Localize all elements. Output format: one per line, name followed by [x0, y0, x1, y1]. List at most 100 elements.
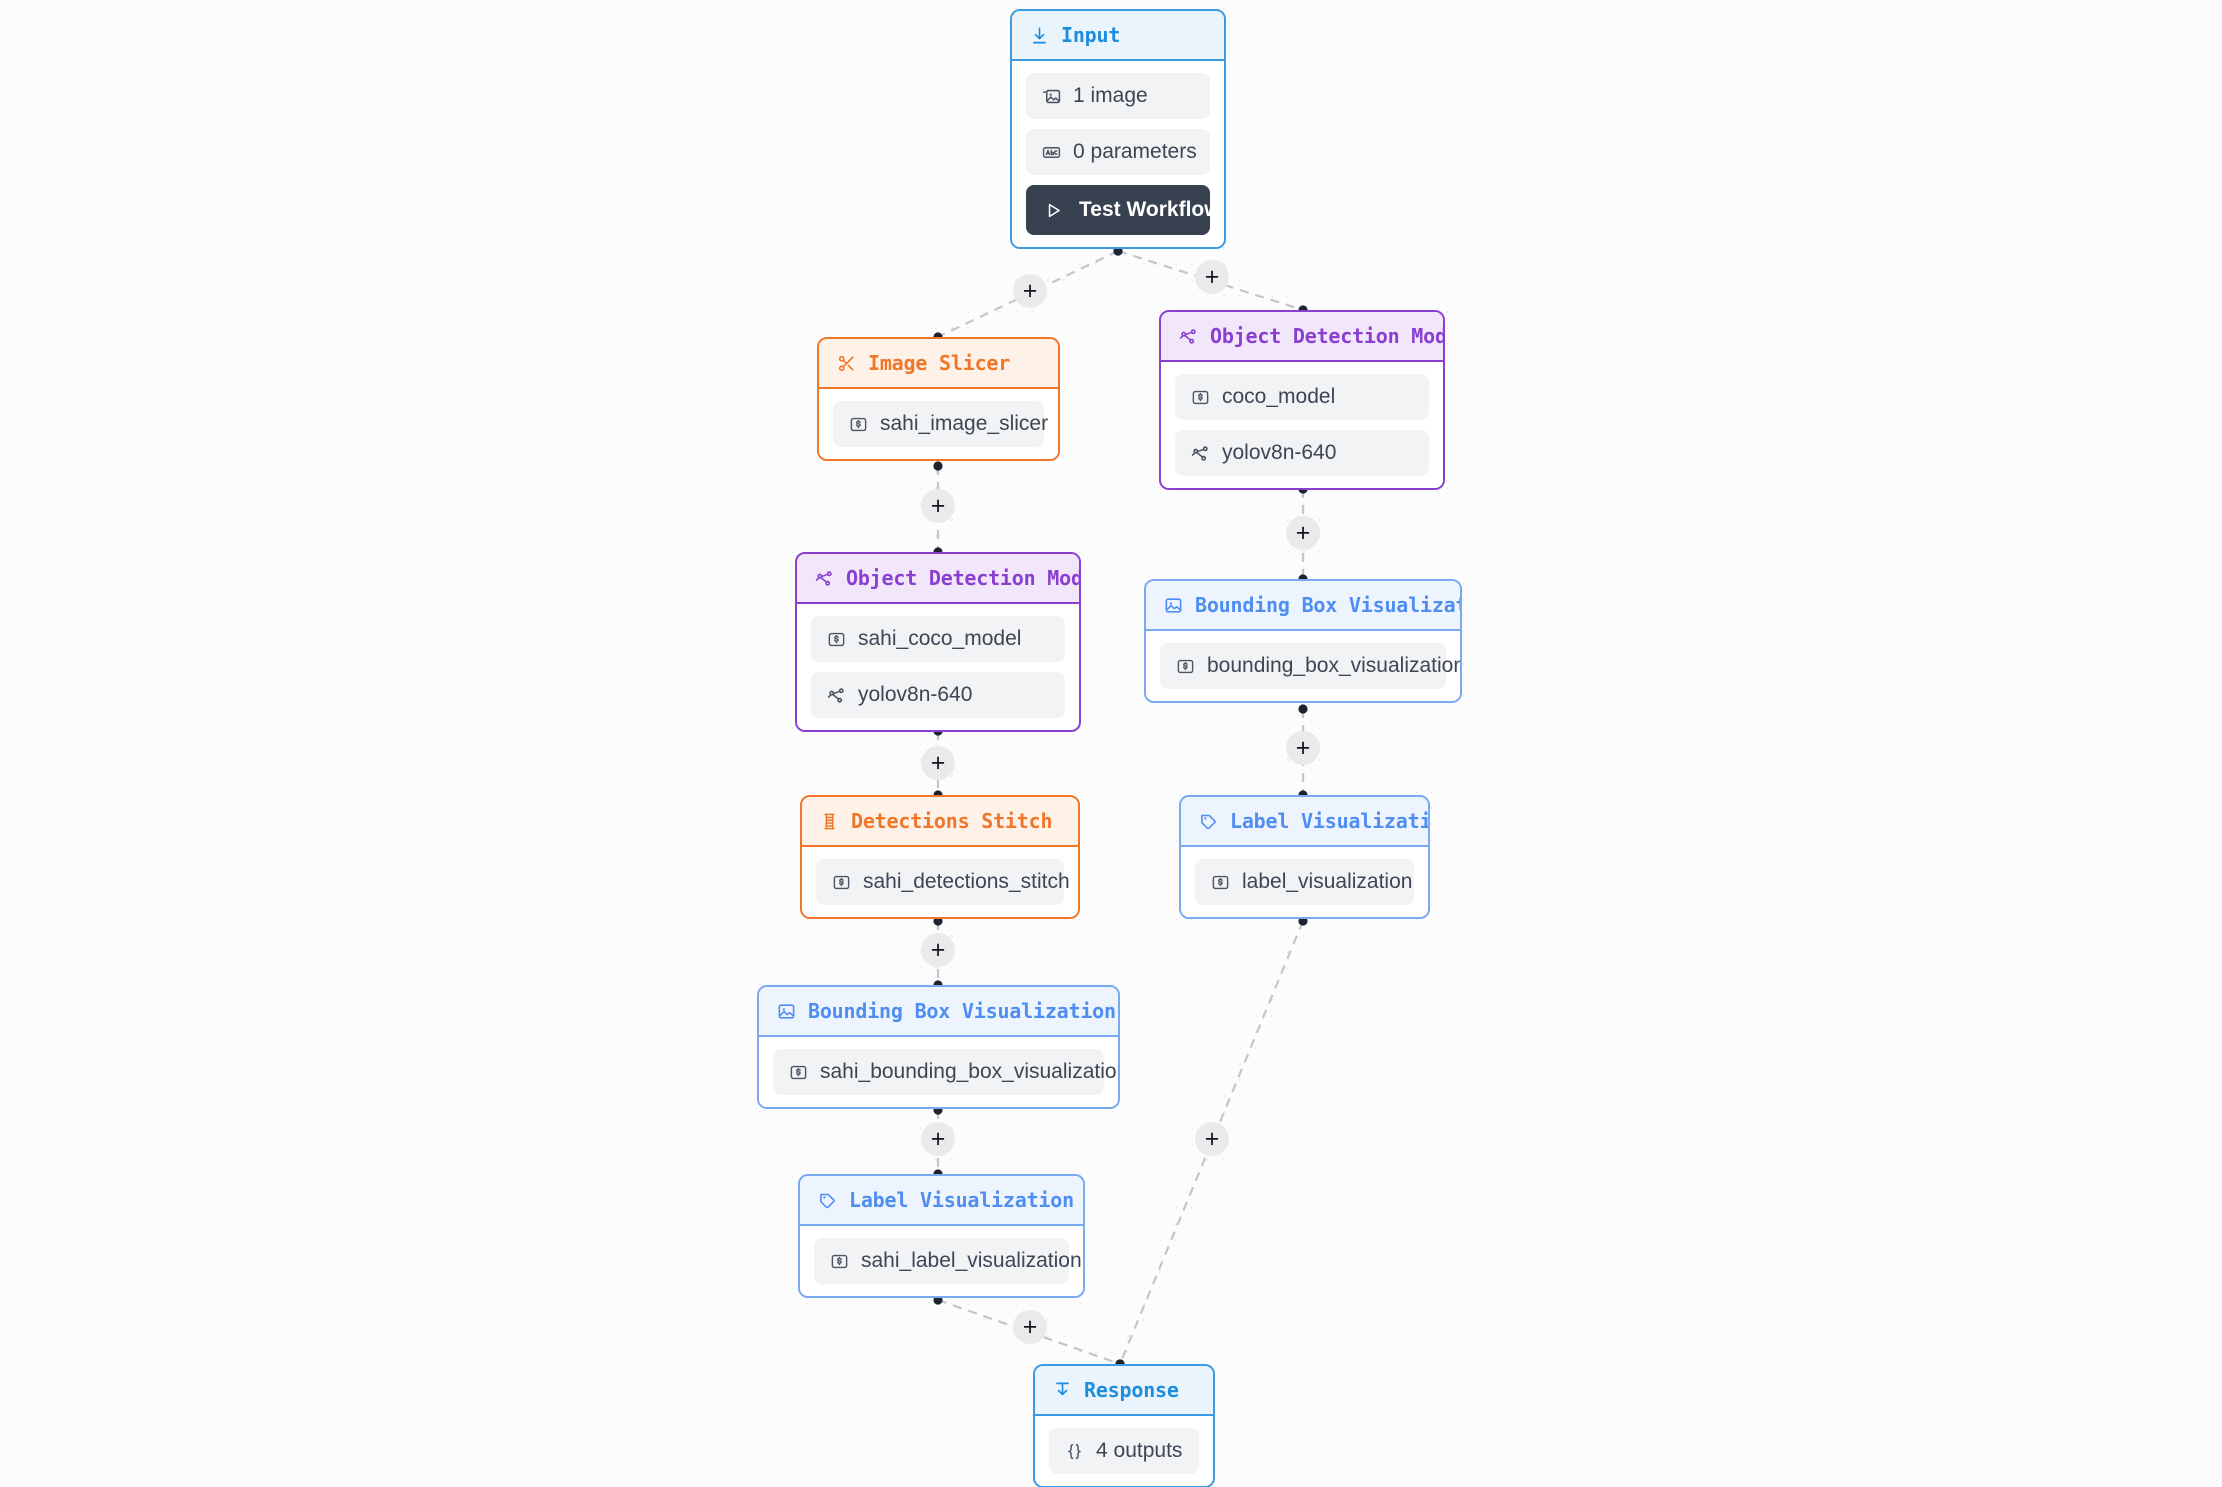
node-header-object_detection_model_left[interactable]: Object Detection Model — [797, 554, 1079, 604]
object-detection-icon — [1179, 327, 1198, 346]
node-header-label_visualization_right[interactable]: Label Visualization — [1181, 797, 1428, 847]
block-s-icon — [830, 1252, 849, 1271]
node-title: Bounding Box Visualization — [1195, 593, 1460, 617]
object-detection-icon — [815, 569, 834, 588]
test-workflow-label: Test Workflow — [1079, 198, 1221, 221]
scissors-icon — [837, 354, 856, 373]
tag-icon — [818, 1191, 837, 1210]
block-s-icon — [1211, 873, 1230, 892]
block-s-icon — [1176, 657, 1195, 676]
node-title: Input — [1061, 23, 1121, 47]
node-header-bounding_box_visualization_left[interactable]: Bounding Box Visualization — [759, 987, 1118, 1037]
chip-label: 0 parameters — [1073, 140, 1197, 163]
node-title: Object Detection Model — [1210, 324, 1445, 348]
spool-icon — [820, 812, 839, 831]
add-label-to-response-right[interactable]: + — [1195, 1122, 1229, 1156]
node-body-image_slicer: sahi_image_slicer — [819, 389, 1058, 459]
chip-label: sahi_image_slicer — [880, 412, 1049, 435]
node-bounding_box_visualization_right[interactable]: Bounding Box Visualization bounding_box_v… — [1144, 579, 1462, 703]
chip-sahi_label_visualization[interactable]: sahi_label_visualization — [814, 1238, 1082, 1284]
block-s-icon — [789, 1063, 808, 1082]
node-body-object_detection_model_right: coco_model yolov8n-640 — [1161, 362, 1443, 488]
node-label_visualization_right[interactable]: Label Visualization label_visualization — [1179, 795, 1430, 919]
node-body-detections_stitch: sahi_detections_stitch — [802, 847, 1078, 917]
add-detection-to-bbox[interactable]: + — [1286, 516, 1320, 550]
node-header-detections_stitch[interactable]: Detections Stitch — [802, 797, 1078, 847]
braces-icon — [1065, 1442, 1084, 1461]
add-stitch-to-bbox[interactable]: + — [921, 933, 955, 967]
add-detection-to-stitch[interactable]: + — [921, 746, 955, 780]
node-body-response: 4 outputs — [1035, 1416, 1213, 1486]
chip-1 image[interactable]: 1 image — [1026, 73, 1210, 119]
chip-0 parameters[interactable]: 0 parameters — [1026, 129, 1210, 175]
chip-label: sahi_label_visualization — [861, 1249, 1082, 1272]
object-detection-icon — [827, 686, 846, 705]
add-slicer-to-detection[interactable]: + — [921, 489, 955, 523]
node-header-bounding_box_visualization_right[interactable]: Bounding Box Visualization — [1146, 581, 1460, 631]
block-s-icon — [849, 415, 868, 434]
chip-yolov8n-640[interactable]: yolov8n-640 — [811, 672, 1065, 718]
chip-label: yolov8n-640 — [858, 683, 973, 706]
node-header-image_slicer[interactable]: Image Slicer — [819, 339, 1058, 389]
chip-label: 4 outputs — [1096, 1439, 1183, 1462]
abc-parameter-icon — [1042, 143, 1061, 162]
chip-label: 1 image — [1073, 84, 1148, 107]
node-bounding_box_visualization_left[interactable]: Bounding Box Visualization sahi_bounding_… — [757, 985, 1120, 1109]
node-body-object_detection_model_left: sahi_coco_model yolov8n-640 — [797, 604, 1079, 730]
test-workflow-button[interactable]: Test Workflow — [1026, 185, 1221, 235]
chip-label: label_visualization — [1242, 870, 1413, 893]
tag-icon — [1199, 812, 1218, 831]
node-title: Bounding Box Visualization — [808, 999, 1116, 1023]
node-title: Object Detection Model — [846, 566, 1081, 590]
edge-port-dot — [933, 461, 943, 471]
node-image_slicer[interactable]: Image Slicer sahi_image_slicer — [817, 337, 1060, 461]
chip-sahi_image_slicer[interactable]: sahi_image_slicer — [833, 401, 1048, 447]
add-bbox-to-label-left[interactable]: + — [921, 1122, 955, 1156]
image-frame-icon — [777, 1002, 796, 1021]
chip-sahi_detections_stitch[interactable]: sahi_detections_stitch — [816, 859, 1070, 905]
block-s-icon — [827, 630, 846, 649]
add-input-to-detection[interactable]: + — [1195, 260, 1229, 294]
node-header-object_detection_model_right[interactable]: Object Detection Model — [1161, 312, 1443, 362]
chip-label: sahi_detections_stitch — [863, 870, 1070, 893]
node-body-bounding_box_visualization_left: sahi_bounding_box_visualization — [759, 1037, 1118, 1107]
add-input-to-slicer[interactable]: + — [1013, 274, 1047, 308]
block-s-icon — [1191, 388, 1210, 407]
chip-label: sahi_coco_model — [858, 627, 1022, 650]
node-body-bounding_box_visualization_right: bounding_box_visualization — [1146, 631, 1460, 701]
node-body-label_visualization_right: label_visualization — [1181, 847, 1428, 917]
chip-yolov8n-640[interactable]: yolov8n-640 — [1175, 430, 1429, 476]
image-frame-icon — [1164, 596, 1183, 615]
edge-port-dot — [1298, 704, 1308, 714]
node-body-label_visualization_left: sahi_label_visualization — [800, 1226, 1083, 1296]
block-s-icon — [832, 873, 851, 892]
node-header-input[interactable]: Input — [1012, 11, 1224, 61]
chip-4 outputs[interactable]: 4 outputs — [1049, 1428, 1199, 1474]
image-icon — [1042, 87, 1061, 106]
node-detections_stitch[interactable]: Detections Stitch sahi_detections_stitch — [800, 795, 1080, 919]
chip-label: bounding_box_visualization — [1207, 654, 1462, 677]
node-label_visualization_left[interactable]: Label Visualization sahi_label_visualizat… — [798, 1174, 1085, 1298]
chip-label: coco_model — [1222, 385, 1336, 408]
add-bbox-to-label[interactable]: + — [1286, 731, 1320, 765]
chip-label_visualization[interactable]: label_visualization — [1195, 859, 1414, 905]
node-response[interactable]: Response 4 outputs — [1033, 1364, 1215, 1487]
chip-label: sahi_bounding_box_visualization — [820, 1060, 1120, 1083]
object-detection-icon — [1191, 444, 1210, 463]
add-label-to-response-left[interactable]: + — [1013, 1310, 1047, 1344]
node-header-label_visualization_left[interactable]: Label Visualization — [800, 1176, 1083, 1226]
node-title: Response — [1084, 1378, 1179, 1402]
node-object_detection_model_right[interactable]: Object Detection Model coco_model yolov8n-… — [1159, 310, 1445, 490]
node-header-response[interactable]: Response — [1035, 1366, 1213, 1416]
chip-coco_model[interactable]: coco_model — [1175, 374, 1429, 420]
chip-label: yolov8n-640 — [1222, 441, 1337, 464]
chip-sahi_bounding_box_visualization[interactable]: sahi_bounding_box_visualization — [773, 1049, 1118, 1095]
download-output-icon — [1053, 1381, 1072, 1400]
node-title: Detections Stitch — [851, 809, 1053, 833]
chip-sahi_coco_model[interactable]: sahi_coco_model — [811, 616, 1065, 662]
chip-bounding_box_visualization[interactable]: bounding_box_visualization — [1160, 643, 1460, 689]
